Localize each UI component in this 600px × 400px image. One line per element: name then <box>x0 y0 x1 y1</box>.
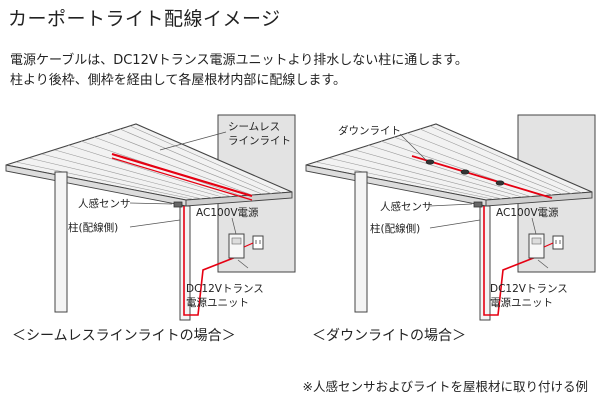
label-seamless-line-light-1: シームレス <box>228 121 280 133</box>
roof-slats <box>15 125 283 200</box>
label-seamless-line-light-2: ラインライト <box>228 135 291 147</box>
wiring-pillar <box>179 205 191 321</box>
description-line-2: 柱より後枠、側枠を経由して各屋根材内部に配線します。 <box>10 73 347 88</box>
roof-side-frame <box>485 191 593 207</box>
downlight-wiring <box>411 155 553 199</box>
label-downlight: ダウンライト <box>338 124 401 137</box>
front-pillar <box>54 171 68 313</box>
transformer-unit <box>528 233 545 259</box>
seamless-carport-illustration: シームレス ラインライト 人感センサ 柱(配線側) AC100V電源 DC12V… <box>5 114 296 321</box>
label-pillar: 柱(配線側) <box>370 222 420 235</box>
ac-cable <box>543 242 554 248</box>
downlights <box>425 159 505 186</box>
label-sensor: 人感センサ <box>380 200 433 213</box>
ac-cable <box>243 242 254 248</box>
wiring-pillar <box>479 205 491 321</box>
footnote: ※人感センサおよびライトを屋根材に取り付ける例 <box>302 379 588 394</box>
downlight-carport-illustration: ダウンライト 人感センサ 柱(配線側) AC100V電源 DC12Vトランス 電… <box>305 114 596 321</box>
ac-outlet <box>552 235 564 250</box>
wiring-cable <box>183 206 237 316</box>
motion-sensor <box>173 201 183 208</box>
label-sensor: 人感センサ <box>78 197 131 210</box>
label-transformer-2: 電源ユニット <box>186 296 249 309</box>
leader-lines <box>399 133 549 269</box>
front-pillar <box>354 171 368 313</box>
label-pillar: 柱(配線側) <box>68 221 118 234</box>
leader-lines <box>129 131 249 269</box>
label-ac-power: AC100V電源 <box>196 206 259 219</box>
ac-outlet <box>252 235 264 250</box>
page-title: カーポートライト配線イメージ <box>8 8 281 30</box>
label-ac-power: AC100V電源 <box>496 206 559 219</box>
label-transformer-1: DC12Vトランス <box>186 283 264 295</box>
label-transformer-1: DC12Vトランス <box>490 283 568 295</box>
label-transformer-2: 電源ユニット <box>490 296 553 309</box>
description-line-1: 電源ケーブルは、DC12Vトランス電源ユニットより排水しない柱に通します。 <box>10 53 468 68</box>
roof-side-frame <box>185 191 293 207</box>
caption-downlight: ＜ダウンライトの場合＞ <box>312 328 466 344</box>
transformer-unit <box>228 233 245 259</box>
motion-sensor <box>473 201 483 208</box>
seamless-line-light <box>111 152 253 201</box>
caption-seamless: ＜シームレスラインライトの場合＞ <box>12 328 236 344</box>
diagram-downlight: ダウンライト 人感センサ 柱(配線側) AC100V電源 DC12Vトランス 電… <box>300 110 600 325</box>
diagram-seamless-line-light: シームレス ラインライト 人感センサ 柱(配線側) AC100V電源 DC12V… <box>0 110 300 325</box>
wiring-cable <box>483 206 537 316</box>
